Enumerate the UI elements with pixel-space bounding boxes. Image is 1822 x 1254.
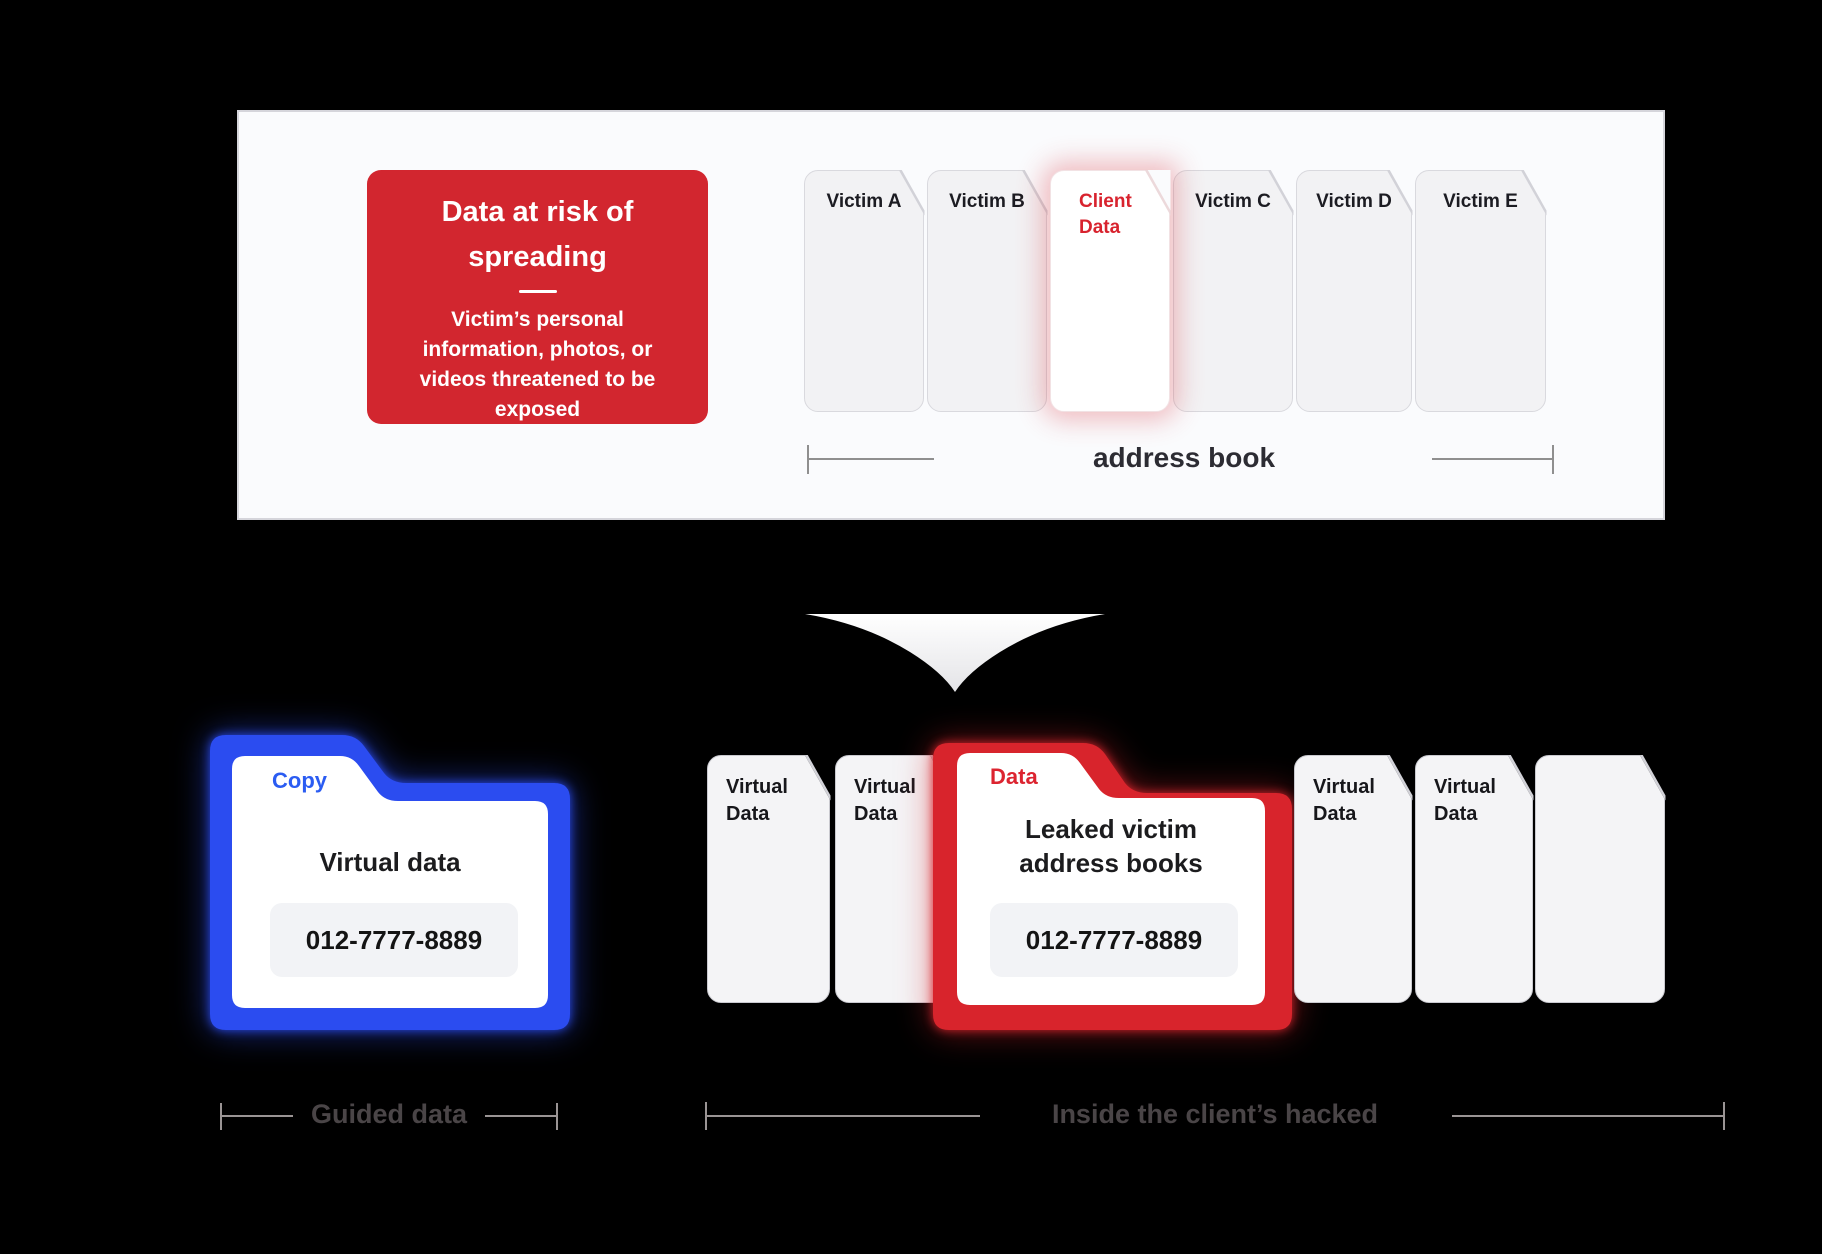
copy-folder-number: 012-7777-8889	[270, 903, 518, 977]
virtual-data-label: Virtual Data	[1434, 776, 1496, 825]
hacked-label: Inside the client’s hacked	[1051, 1099, 1379, 1129]
virtual-data-card: Virtual Data	[1294, 755, 1412, 1003]
virtual-data-label: Virtual Data	[854, 776, 916, 825]
down-arrow-icon	[805, 614, 1105, 692]
virtual-data-card: Virtual Data	[1415, 755, 1533, 1003]
guided-bracket-line-left	[220, 1115, 293, 1117]
leak-folder-title: Leaked victim address books	[1019, 814, 1203, 878]
leak-folder-number: 012-7777-8889	[990, 903, 1238, 977]
victim-card-label: Victim E	[1443, 191, 1518, 212]
bracket-line-right	[1432, 458, 1552, 460]
risk-callout: Data at risk of spreading Victim’s perso…	[367, 170, 708, 424]
victim-card-d: Victim D	[1296, 170, 1412, 412]
empty-data-card	[1535, 755, 1665, 1003]
victim-card-c: Victim C	[1173, 170, 1293, 412]
bracket-tick-right	[1552, 445, 1554, 474]
bracket-line-left	[807, 458, 934, 460]
victim-card-label: Victim B	[949, 191, 1025, 212]
victim-card-label: Victim A	[826, 191, 902, 212]
guided-data-label: Guided data	[310, 1099, 467, 1129]
client-data-label: Client Data	[1079, 191, 1132, 238]
victim-card-b: Victim B	[927, 170, 1047, 412]
virtual-data-label: Virtual Data	[1313, 776, 1375, 825]
empty-data-label	[1536, 756, 1628, 774]
victim-card-a: Victim A	[804, 170, 924, 412]
address-book-label: address book	[1092, 442, 1276, 473]
copy-folder-title: Virtual data	[319, 847, 461, 877]
leak-folder-tab: Data	[990, 764, 1038, 789]
copy-folder-tab: Copy	[272, 768, 327, 793]
guided-bracket-line-right	[485, 1115, 558, 1117]
virtual-data-label: Virtual Data	[726, 776, 788, 825]
hacked-bracket-line-left	[705, 1115, 980, 1117]
client-data-card: Client Data	[1050, 170, 1170, 412]
leak-folder-shape	[933, 743, 1292, 1030]
guided-bracket-tick-right	[556, 1103, 558, 1130]
virtual-data-card: Virtual Data	[707, 755, 830, 1003]
address-book-panel: Data at risk of spreading Victim’s perso…	[237, 110, 1665, 520]
victim-card-label: Victim C	[1195, 191, 1271, 212]
divider	[518, 290, 557, 293]
hacked-bracket-tick-right	[1723, 1102, 1725, 1130]
copy-folder-shape	[210, 735, 570, 1030]
risk-body: Victim’s personal information, photos, o…	[419, 308, 656, 421]
risk-title: Data at risk of spreading	[441, 196, 634, 273]
victim-card-e: Victim E	[1415, 170, 1546, 412]
hacked-bracket-line-right	[1452, 1115, 1725, 1117]
victim-card-label: Victim D	[1316, 191, 1392, 212]
